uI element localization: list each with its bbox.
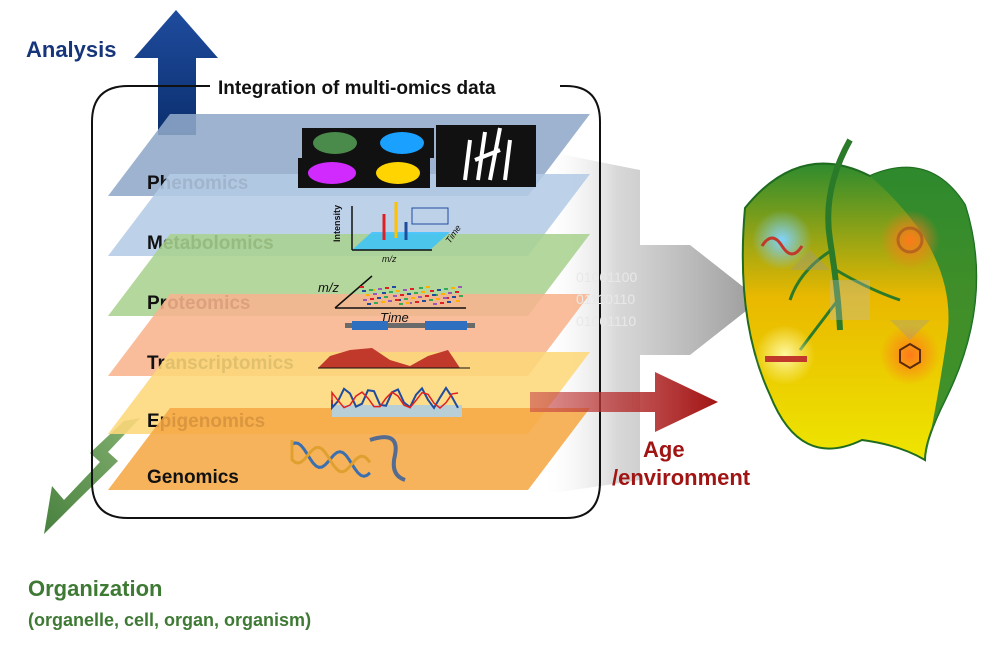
metabolite-molecule-icon: [880, 325, 940, 385]
protein-spot: [392, 286, 396, 288]
binary-string: 01110110: [576, 291, 635, 307]
protein-spot: [425, 295, 429, 297]
protein-spot: [363, 299, 367, 301]
rna-molecule-icon: [755, 325, 815, 385]
diagram-title: Integration of multi-omics data: [218, 78, 496, 99]
protein-spot: [443, 297, 447, 299]
organization-label: Organization: [28, 576, 162, 601]
protein-spot: [362, 290, 366, 292]
protein-spot: [441, 293, 445, 295]
protein-spot: [400, 294, 404, 296]
protein-spot: [406, 302, 410, 304]
integration-box: [91, 85, 601, 519]
protein-spot: [432, 294, 436, 296]
protein-spot: [360, 286, 364, 288]
leaf-illustration: [741, 138, 978, 462]
protein-spot: [389, 291, 393, 293]
protein-spot: [421, 291, 425, 293]
protein-spot: [448, 292, 452, 294]
analysis-label: Analysis: [26, 37, 117, 62]
analysis-arrow: [134, 10, 218, 135]
age-label-line2: /environment: [612, 465, 751, 490]
metabolomics-plot: Intensity m/z Time: [332, 202, 463, 264]
protein-spot: [384, 296, 388, 298]
protein-spot: [366, 294, 370, 296]
proteomics-y-label: m/z: [318, 280, 339, 295]
protein-molecule-icon: [880, 210, 940, 270]
metabolomics-y-label: Intensity: [332, 205, 342, 242]
dna-molecule-icon: [752, 210, 812, 270]
binary-string: 01001110: [576, 313, 636, 329]
protein-spot: [437, 289, 441, 291]
metabolomics-x-label: m/z: [382, 254, 397, 264]
protein-spot: [415, 301, 419, 303]
protein-spot: [374, 302, 378, 304]
protein-spot: [422, 300, 426, 302]
protein-spot: [403, 289, 407, 291]
protein-spot: [370, 298, 374, 300]
protein-spot: [419, 287, 423, 289]
protein-spot: [458, 286, 462, 288]
layer-label-genomics: Genomics: [147, 467, 239, 488]
genomics-dna: [290, 435, 406, 482]
protein-spot: [385, 287, 389, 289]
transcriptomics-plot: [318, 321, 475, 369]
protein-spot: [411, 297, 415, 299]
protein-spot: [433, 303, 437, 305]
protein-spot: [426, 286, 430, 288]
protein-spot: [444, 288, 448, 290]
protein-spot: [410, 288, 414, 290]
protein-spot: [429, 299, 433, 301]
protein-spot: [430, 290, 434, 292]
protein-spot: [373, 293, 377, 295]
age-label-line1: Age: [643, 437, 685, 462]
leaf-cycle-arrows: [790, 250, 930, 340]
protein-spot: [377, 297, 381, 299]
epigenomics-plot: [331, 386, 462, 417]
protein-spot: [399, 303, 403, 305]
age-arrow: [530, 372, 718, 432]
protein-spot: [440, 302, 444, 304]
protein-spot: [369, 289, 373, 291]
protein-spot: [447, 301, 451, 303]
binary-string: 01001100: [576, 269, 637, 285]
protein-spot: [367, 303, 371, 305]
protein-spot: [418, 296, 422, 298]
protein-spot: [436, 298, 440, 300]
phenomics-images: [298, 125, 536, 188]
protein-spot: [378, 288, 382, 290]
organization-sublabel: (organelle, cell, organ, organism): [28, 610, 311, 630]
protein-spot: [395, 299, 399, 301]
protein-spot: [388, 300, 392, 302]
protein-spot: [407, 293, 411, 295]
protein-spot: [396, 290, 400, 292]
protein-spot: [393, 295, 397, 297]
protein-spot: [459, 295, 463, 297]
layer-genomics: [108, 408, 590, 490]
protein-spot: [381, 301, 385, 303]
protein-spot: [452, 296, 456, 298]
protein-spot: [414, 292, 418, 294]
protein-spot: [455, 291, 459, 293]
binary-data: 01001100 01110110 01001110: [576, 269, 637, 329]
protein-spot: [456, 300, 460, 302]
protein-spot: [451, 287, 455, 289]
protein-spot: [404, 298, 408, 300]
protein-spot: [382, 292, 386, 294]
